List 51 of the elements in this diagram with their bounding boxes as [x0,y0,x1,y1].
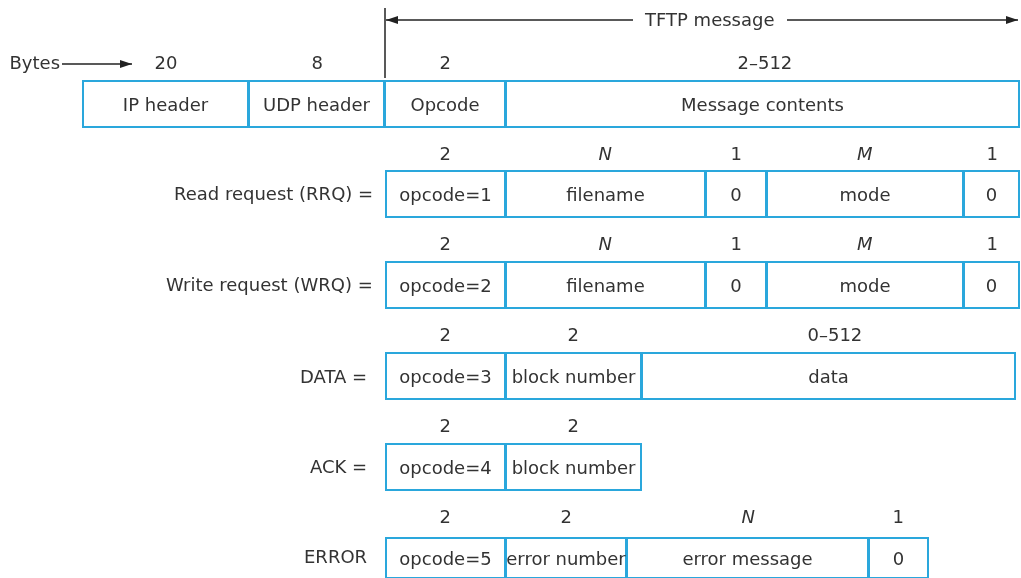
byte-count: 20 [154,52,178,74]
field-cell: Message contents [505,80,1020,128]
field-cell: Opcode [384,80,506,128]
row-label: ERROR [304,546,368,568]
byte-count: 2 [567,415,579,437]
field-cell: opcode=2 [385,261,506,309]
byte-count: 1 [986,233,998,255]
field-cell: 0 [963,170,1020,218]
byte-count: 8 [311,52,323,74]
byte-count: M [857,143,873,165]
field-cell: opcode=1 [385,170,506,218]
byte-count: 2 [439,506,451,528]
field-cell: filename [505,261,706,309]
field-cell: 0 [705,170,767,218]
byte-count: 2 [439,143,451,165]
field-cell: error message [626,537,869,578]
byte-count: N [598,233,612,255]
byte-count: 1 [730,233,742,255]
field-cell: filename [505,170,706,218]
byte-count: 2 [439,324,451,346]
byte-count: M [857,233,873,255]
byte-count: 1 [892,506,904,528]
field-cell: 0 [963,261,1020,309]
field-cell: opcode=4 [385,443,506,491]
row-label: DATA = [300,366,368,388]
byte-count: 2 [439,52,451,74]
field-cell: mode [766,261,964,309]
byte-count: 2–512 [737,52,793,74]
byte-count: 2 [560,506,572,528]
field-cell: 0 [705,261,767,309]
row-label: ACK = [310,456,368,478]
byte-count: 0–512 [807,324,863,346]
field-cell: opcode=5 [385,537,506,578]
byte-count: N [598,143,612,165]
field-cell: opcode=3 [385,352,506,400]
axis-label: Bytes [9,52,60,74]
byte-count: 2 [567,324,579,346]
row-label: Write request (WRQ) = [166,274,373,296]
field-cell: block number [505,352,642,400]
field-cell: block number [505,443,642,491]
field-cell: data [641,352,1016,400]
byte-count: 2 [439,415,451,437]
row-label: Read request (RRQ) = [174,183,374,205]
byte-count: 1 [730,143,742,165]
byte-count: N [741,506,755,528]
field-cell: IP header [82,80,249,128]
field-cell: UDP header [248,80,385,128]
field-cell: mode [766,170,964,218]
field-cell: 0 [868,537,929,578]
byte-count: 2 [439,233,451,255]
byte-count: 1 [986,143,998,165]
